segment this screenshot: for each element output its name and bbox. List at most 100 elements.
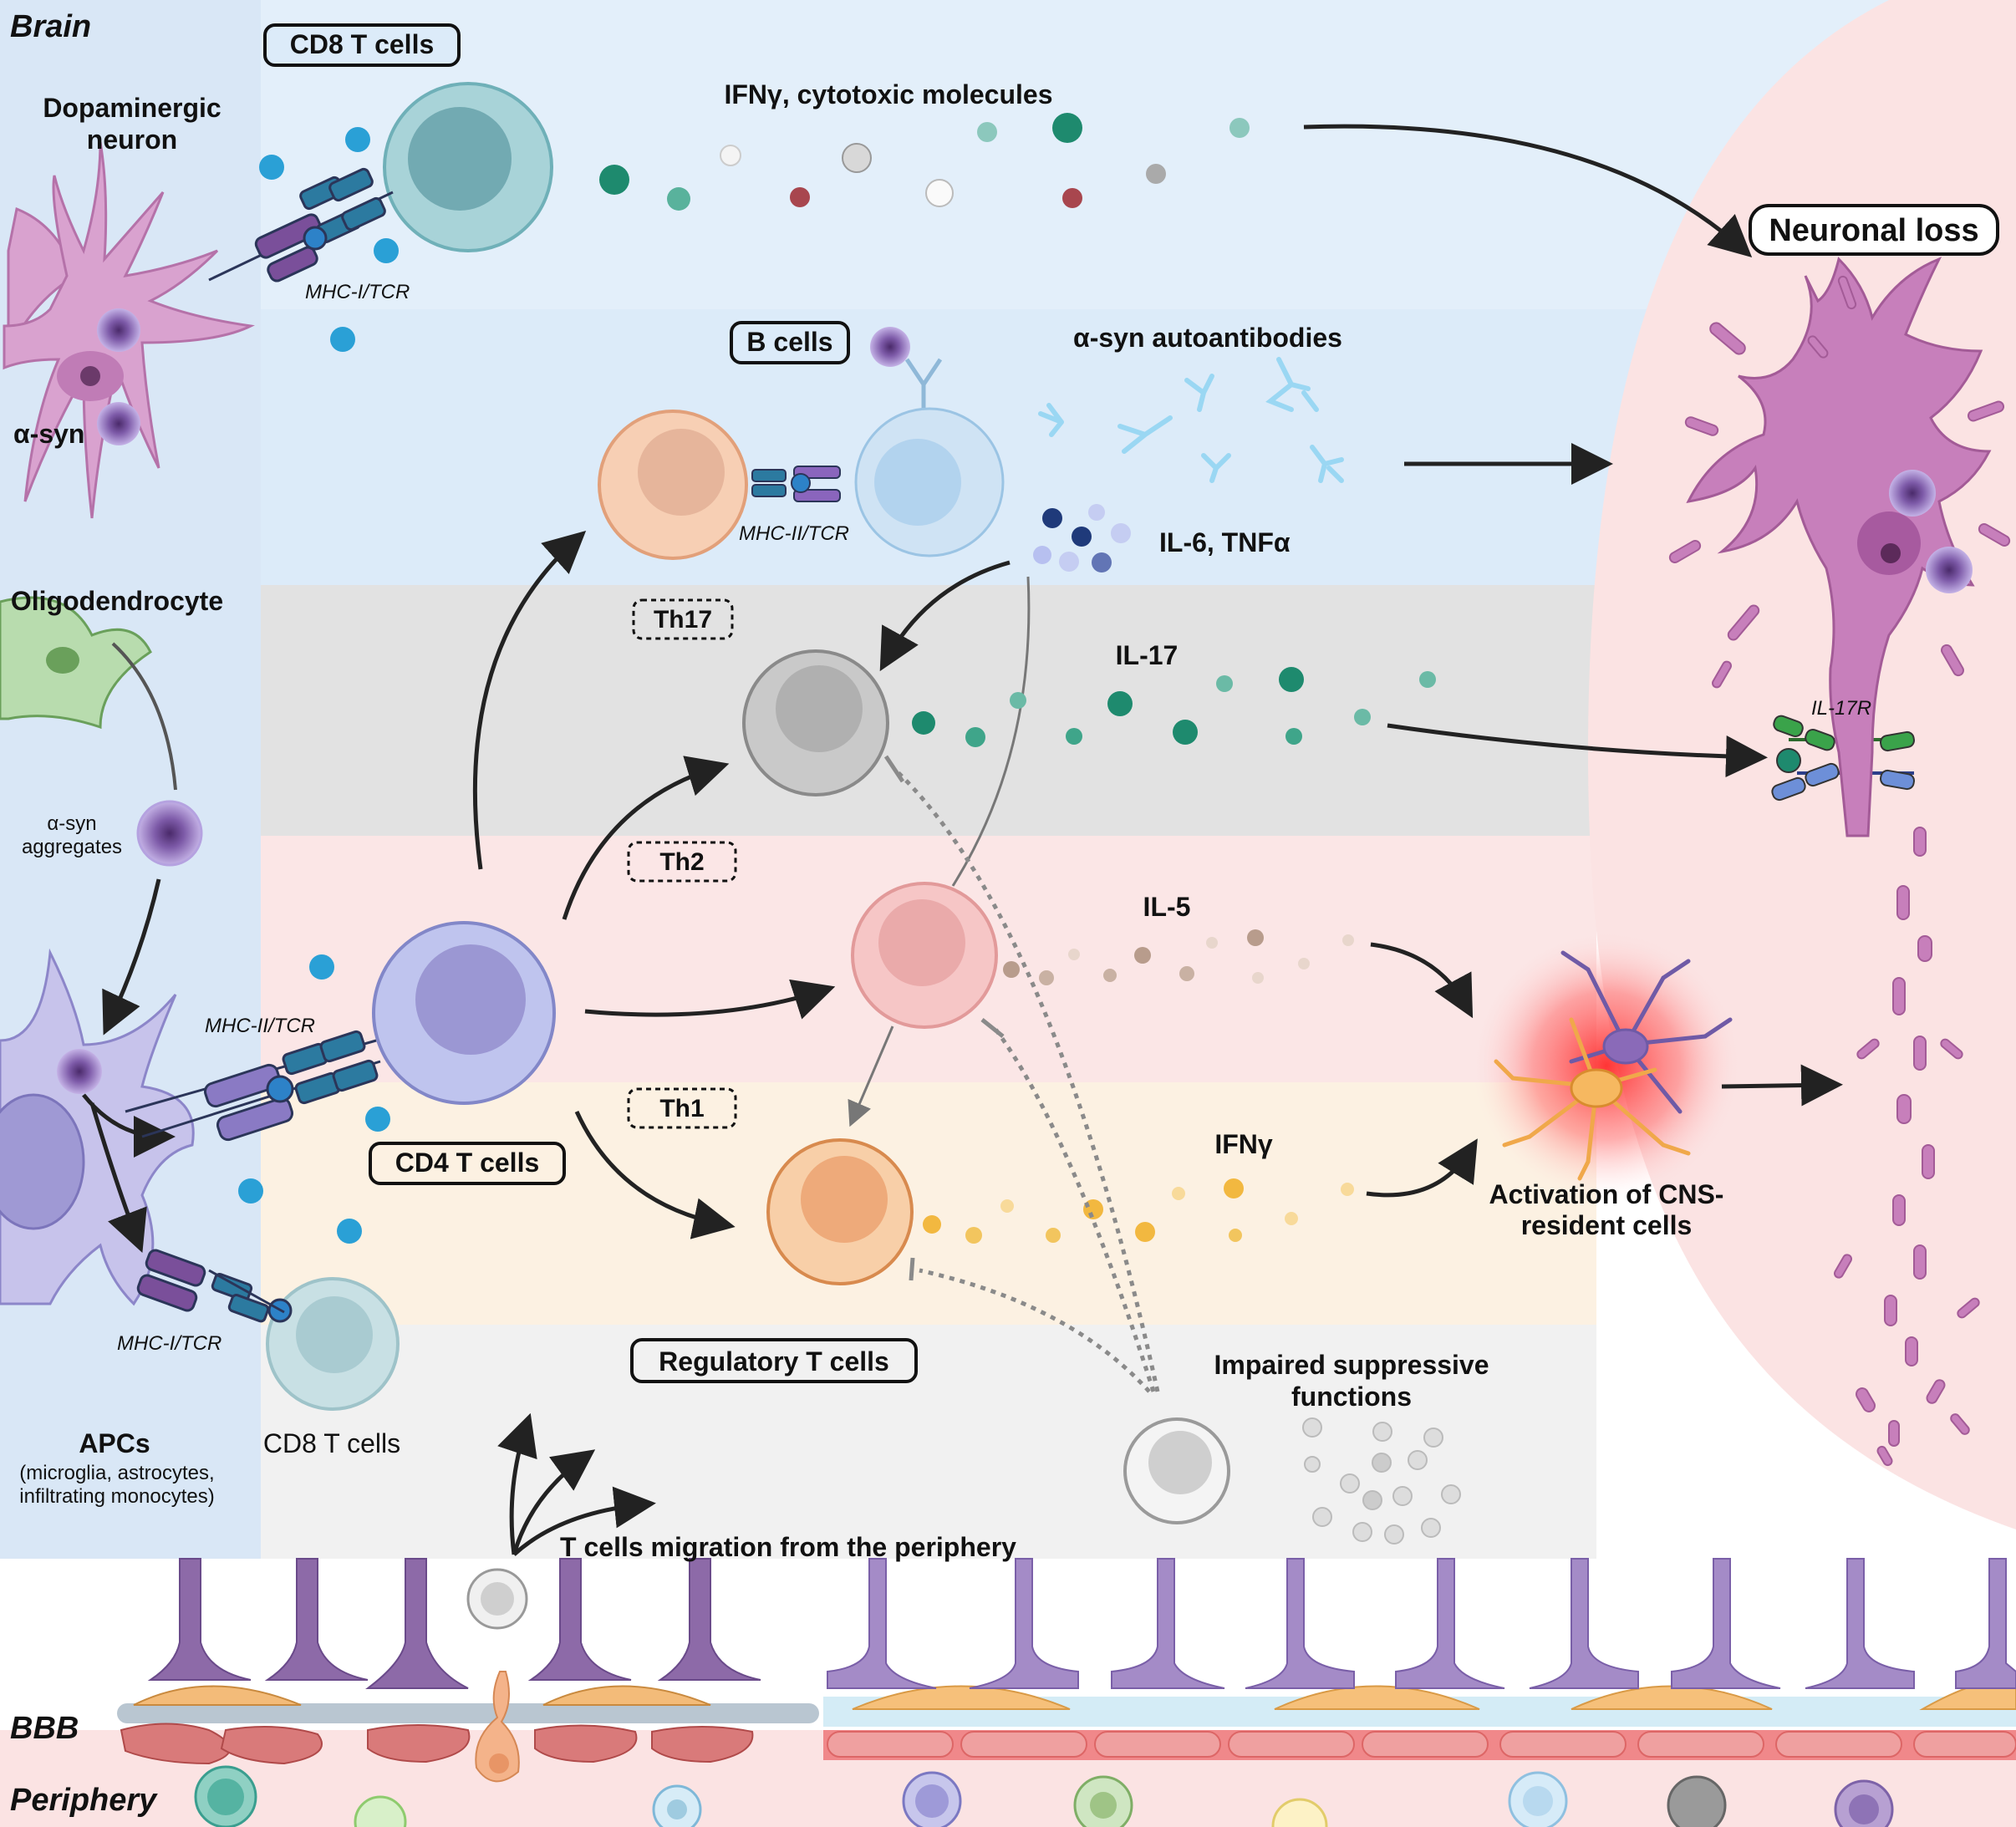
- treg-inhibition-lines: [893, 767, 1160, 1393]
- oligo-line: [111, 642, 177, 791]
- t-cell-icon: [266, 1277, 400, 1411]
- b-cell-icon: [854, 407, 1005, 557]
- periphery-label: Periphery: [10, 1783, 158, 1818]
- oligodendrocyte-label: Oligodendrocyte: [11, 586, 223, 616]
- activation-label-1: Activation of CNS-: [1489, 1179, 1724, 1209]
- ifng-arrow: [1366, 1138, 1478, 1198]
- ifng-cytotoxic-label: IFNγ, cytotoxic molecules: [724, 79, 1052, 109]
- asyn-aggregates-label-1: α-syn: [47, 812, 96, 835]
- asyn-aggregate-icon: [1889, 470, 1936, 517]
- asyn-aggregate-icon: [1926, 547, 1973, 593]
- activation-arrow: [1721, 1064, 1843, 1107]
- th17-box: [632, 598, 734, 640]
- cytokine-dot-icon: [1033, 504, 1131, 573]
- neuron-icon: [1686, 257, 1992, 837]
- mhc1-tcr-apc-label: MHC-I/TCR: [117, 1332, 221, 1355]
- mhc1-tcr-top-label: MHC-I/TCR: [305, 281, 410, 303]
- neuronal-loss-box: [1749, 204, 1999, 256]
- treg-box: [630, 1338, 918, 1383]
- th2-label: Th2: [659, 848, 704, 876]
- b-cells-box: [730, 321, 850, 364]
- brain-label: Brain: [10, 9, 91, 44]
- asyn-autoantibodies-label: α-syn autoantibodies: [1073, 323, 1342, 353]
- bbb-label: BBB: [10, 1711, 79, 1746]
- astrocyte-icon: [1494, 950, 1733, 1181]
- oligodendrocyte-icon: [0, 596, 152, 730]
- t-cell-icon: [1123, 1417, 1230, 1524]
- treg-label: Regulatory T cells: [659, 1346, 889, 1377]
- apcs-sub-label-2: infiltrating monocytes): [19, 1485, 214, 1508]
- cd8-bottom-label: CD8 T cells: [263, 1428, 400, 1458]
- apcs-sub-label-1: (microglia, astrocytes,: [19, 1462, 214, 1484]
- b-cells-label: B cells: [746, 327, 832, 357]
- migration-arrows: [497, 1412, 656, 1556]
- fragmented-axon-icon: [1668, 275, 2011, 1467]
- th17-band: [259, 585, 1596, 836]
- aggregate-to-apc-arrow: [102, 878, 161, 1036]
- cd8-top-box: [263, 23, 461, 67]
- cytokine-dot-icon: [1003, 929, 1354, 985]
- t-cell-icon: [851, 882, 998, 1029]
- antibody-icon: [1038, 357, 1344, 483]
- t-cell-icon: [372, 921, 556, 1105]
- cytokine-dot-icon: [238, 954, 390, 1244]
- t-cell-icon: [383, 82, 553, 252]
- cytokine-dot-icon: [259, 127, 399, 352]
- cd4-label: CD4 T cells: [395, 1148, 540, 1178]
- endothelium-icon: [823, 1558, 2016, 1760]
- apc-arrow-1: [82, 1093, 176, 1158]
- cd4-box: [369, 1142, 566, 1185]
- asyn-aggregate-icon: [870, 327, 910, 367]
- t-cell-icon: [598, 410, 748, 560]
- cytokine-dot-icon: [1302, 1417, 1461, 1545]
- il17-label: IL-17: [1116, 640, 1179, 670]
- bbb-layer: [0, 1558, 2016, 1827]
- mhc2-tcr-apc-label: MHC-II/TCR: [205, 1015, 315, 1037]
- il17r-label: IL-17R: [1811, 697, 1871, 720]
- ifng-label: IFNγ: [1214, 1129, 1273, 1159]
- cd8-top-label: CD8 T cells: [290, 29, 435, 59]
- cytotoxic-molecules: [599, 113, 1250, 211]
- t-cell-icon: [766, 1138, 914, 1285]
- impaired-label-2: functions: [1291, 1382, 1412, 1412]
- apcs-label: APCs: [79, 1428, 150, 1458]
- il17-arrow: [1387, 723, 1768, 778]
- inhibition-bars: [883, 755, 1005, 1281]
- th2-to-th1-arrow: [848, 1025, 894, 1127]
- th2-box: [627, 841, 737, 883]
- neuronal-loss-label: Neuronal loss: [1769, 213, 1978, 248]
- damaged-bbb-icon: [120, 1558, 761, 1783]
- dopaminergic-label-2: neuron: [87, 125, 177, 155]
- il6-arrow: [879, 560, 1011, 672]
- asyn-aggregate-icon: [136, 800, 203, 867]
- peripheral-cells: [194, 1765, 1894, 1827]
- asyn-aggregate-icon: [57, 1049, 102, 1094]
- inflammation-glow: [1473, 932, 1740, 1199]
- asyn-aggregate-icon: [97, 308, 140, 352]
- activation-label-2: resident cells: [1521, 1210, 1693, 1240]
- th17-label: Th17: [654, 606, 712, 634]
- asyn-label: α-syn: [13, 419, 84, 449]
- bcell-th2-line: [951, 576, 1031, 887]
- mhc-tcr-complex-icon: [136, 1249, 293, 1323]
- cd4-to-b-arrow: [472, 530, 587, 870]
- asyn-aggregate-icon: [97, 402, 140, 445]
- cd4-to-th1-arrow: [574, 1110, 736, 1239]
- mhc-tcr-complex-icon: [125, 1030, 381, 1142]
- t-cell-icon: [742, 649, 889, 796]
- th1-label: Th1: [659, 1095, 704, 1122]
- cd4-to-th2-arrow: [584, 979, 836, 1020]
- treg-band: [259, 1325, 1596, 1559]
- asyn-aggregates-label-2: aggregates: [22, 836, 122, 858]
- antibody-icon: [904, 358, 943, 414]
- cytokine-dot-icon: [912, 667, 1436, 747]
- il6-tnfa-label: IL-6, TNFα: [1159, 527, 1291, 557]
- il5-arrow: [1370, 942, 1474, 1019]
- apc-arrow-2: [89, 1102, 147, 1254]
- dopaminergic-label-1: Dopaminergic: [43, 93, 221, 123]
- cd4-to-th17-arrow: [562, 756, 730, 920]
- mhc-tcr-complex-icon: [208, 167, 394, 282]
- th1-band: [259, 1082, 1596, 1325]
